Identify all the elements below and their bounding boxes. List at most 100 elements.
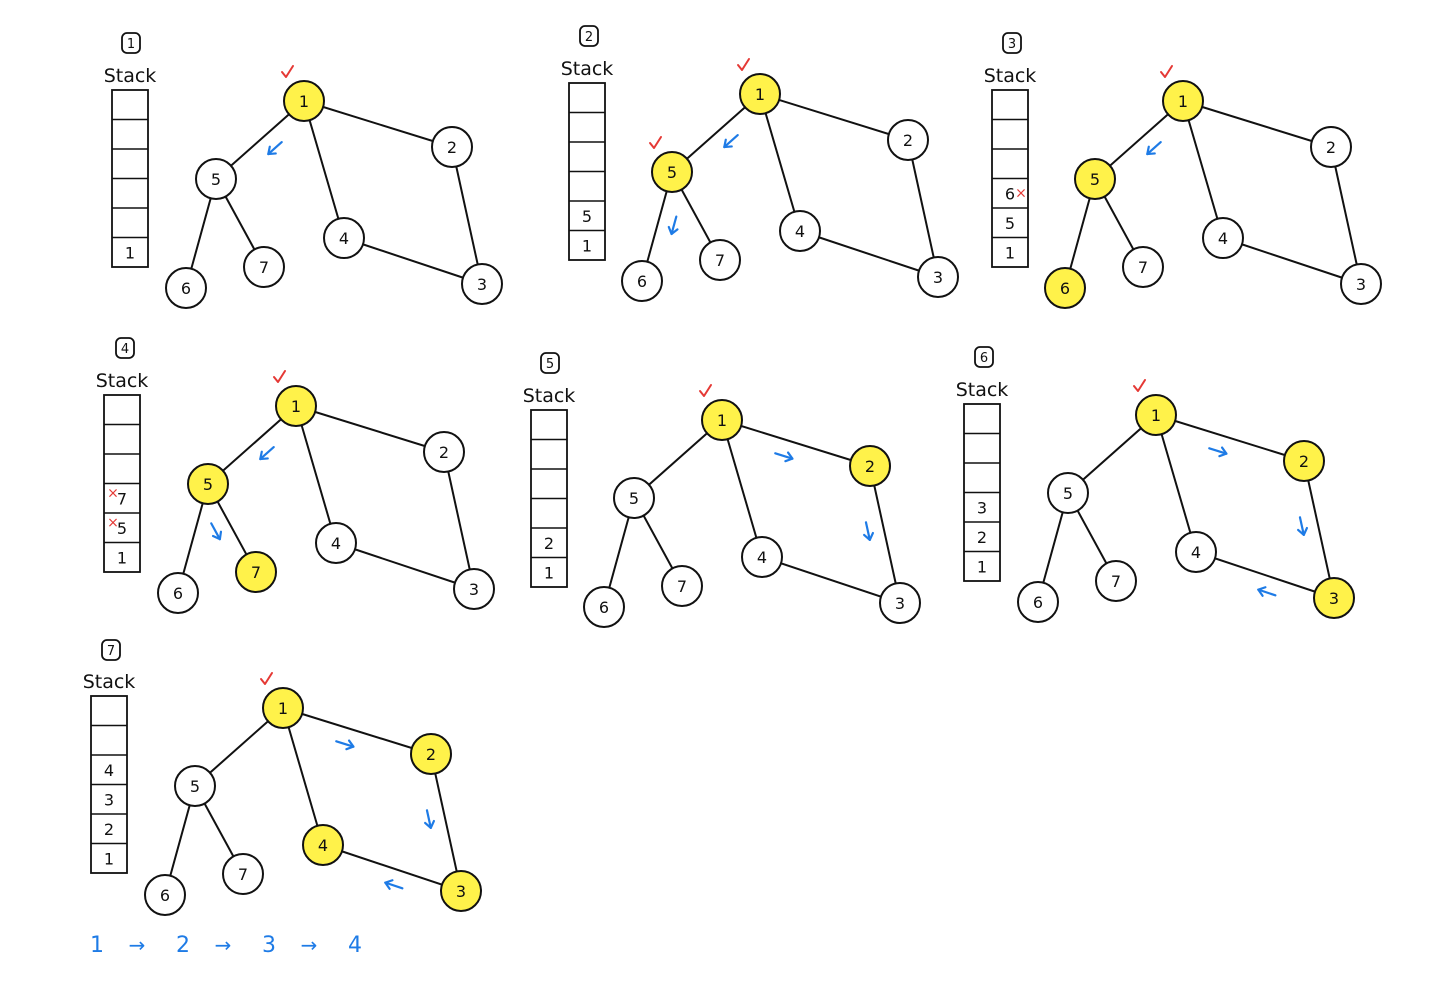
stack-cell-value: 3 xyxy=(104,790,114,809)
node-label: 1 xyxy=(1178,92,1188,111)
visited-check-mark xyxy=(1160,65,1173,78)
edge-4-3 xyxy=(335,542,475,590)
order-node: 3 xyxy=(262,933,276,958)
stack-cell-value: 4 xyxy=(104,761,114,780)
edge-4-3 xyxy=(343,237,483,285)
pop-cross-mark: × xyxy=(1015,185,1027,201)
visited-check-mark xyxy=(281,65,294,78)
node-3: 3 xyxy=(917,256,959,298)
node-label: 2 xyxy=(1299,452,1309,471)
stack-cell-value: 3 xyxy=(977,498,987,517)
visited-check-mark xyxy=(1133,379,1146,392)
stack-title: Stack xyxy=(96,370,149,392)
node-3: 3 xyxy=(440,870,482,912)
stack-column: 15×7× xyxy=(103,394,141,573)
stack-column: 1 2 3 4 xyxy=(90,695,128,874)
stack-cell-value: 2 xyxy=(104,820,114,839)
step-number: 4 xyxy=(121,342,129,357)
edge-1-2 xyxy=(759,93,909,141)
edge-1-4 xyxy=(295,405,337,544)
node-label: 6 xyxy=(1033,593,1043,612)
step-number: 6 xyxy=(980,351,988,366)
node-6: 6 xyxy=(1017,581,1059,623)
node-2: 2 xyxy=(423,431,465,473)
order-arrow: → xyxy=(129,933,146,957)
edge-2-3 xyxy=(1303,460,1335,599)
node-4: 4 xyxy=(779,210,821,252)
node-label: 7 xyxy=(715,251,725,270)
edge-2-3 xyxy=(443,451,475,590)
node-label: 2 xyxy=(439,443,449,462)
node-label: 2 xyxy=(1326,138,1336,157)
visited-check-mark xyxy=(737,58,750,71)
node-2: 2 xyxy=(887,119,929,161)
node-label: 1 xyxy=(755,85,765,104)
step-number: 3 xyxy=(1008,37,1016,52)
edge-2-3 xyxy=(430,753,462,892)
traversal-arrow xyxy=(384,879,404,890)
node-label: 5 xyxy=(629,489,639,508)
node-7: 7 xyxy=(1122,246,1164,288)
traversal-arrow xyxy=(1297,516,1309,536)
node-5: 5 xyxy=(1047,472,1089,514)
stack-cell-value: 1 xyxy=(117,548,127,567)
stack-title: Stack xyxy=(83,671,136,693)
stack-column: 123 xyxy=(963,403,1001,582)
node-4: 4 xyxy=(315,522,357,564)
step-number: 1 xyxy=(127,37,135,52)
node-label: 1 xyxy=(278,699,288,718)
edge-4-3 xyxy=(799,230,939,278)
node-label: 1 xyxy=(717,411,727,430)
edge-1-4 xyxy=(1182,100,1224,239)
edge-2-3 xyxy=(907,139,939,278)
node-3: 3 xyxy=(879,582,921,624)
node-label: 7 xyxy=(259,258,269,277)
stack-column: 156× xyxy=(991,89,1029,268)
stack-cell-value: 1 xyxy=(104,849,114,868)
traversal-arrow xyxy=(723,134,739,149)
node-label: 4 xyxy=(1218,229,1228,248)
node-7: 7 xyxy=(235,551,277,593)
node-label: 6 xyxy=(599,598,609,617)
node-6: 6 xyxy=(1044,267,1086,309)
node-label: 3 xyxy=(477,275,487,294)
node-label: 6 xyxy=(181,279,191,298)
node-7: 7 xyxy=(222,853,264,895)
node-label: 6 xyxy=(160,886,170,905)
node-1: 1 xyxy=(281,65,325,122)
node-label: 6 xyxy=(173,584,183,603)
node-label: 4 xyxy=(757,548,767,567)
traversal-arrow xyxy=(335,739,355,751)
node-7: 7 xyxy=(1095,560,1137,602)
node-label: 1 xyxy=(291,397,301,416)
pop-cross-mark: × xyxy=(107,485,119,501)
order-arrow: → xyxy=(301,933,318,957)
node-4: 4 xyxy=(302,824,344,866)
node-label: 4 xyxy=(331,534,341,553)
edge-2-3 xyxy=(1330,146,1362,285)
step-number: 2 xyxy=(585,30,593,45)
node-1: 1 xyxy=(1160,65,1204,122)
stack-cell-value: 1 xyxy=(125,243,135,262)
step-label: 2 xyxy=(579,25,599,47)
node-2: 2 xyxy=(1310,126,1352,168)
node-label: 7 xyxy=(1111,572,1121,591)
node-label: 5 xyxy=(211,170,221,189)
node-label: 3 xyxy=(469,580,479,599)
traversal-arrow xyxy=(267,141,283,156)
step-label: 6 xyxy=(974,346,994,368)
stack-column: 1 xyxy=(111,89,149,268)
node-label: 3 xyxy=(1356,275,1366,294)
edge-1-2 xyxy=(721,419,871,467)
pop-cross-mark: × xyxy=(107,515,119,531)
order-arrow: → xyxy=(215,933,232,957)
node-label: 7 xyxy=(238,865,248,884)
